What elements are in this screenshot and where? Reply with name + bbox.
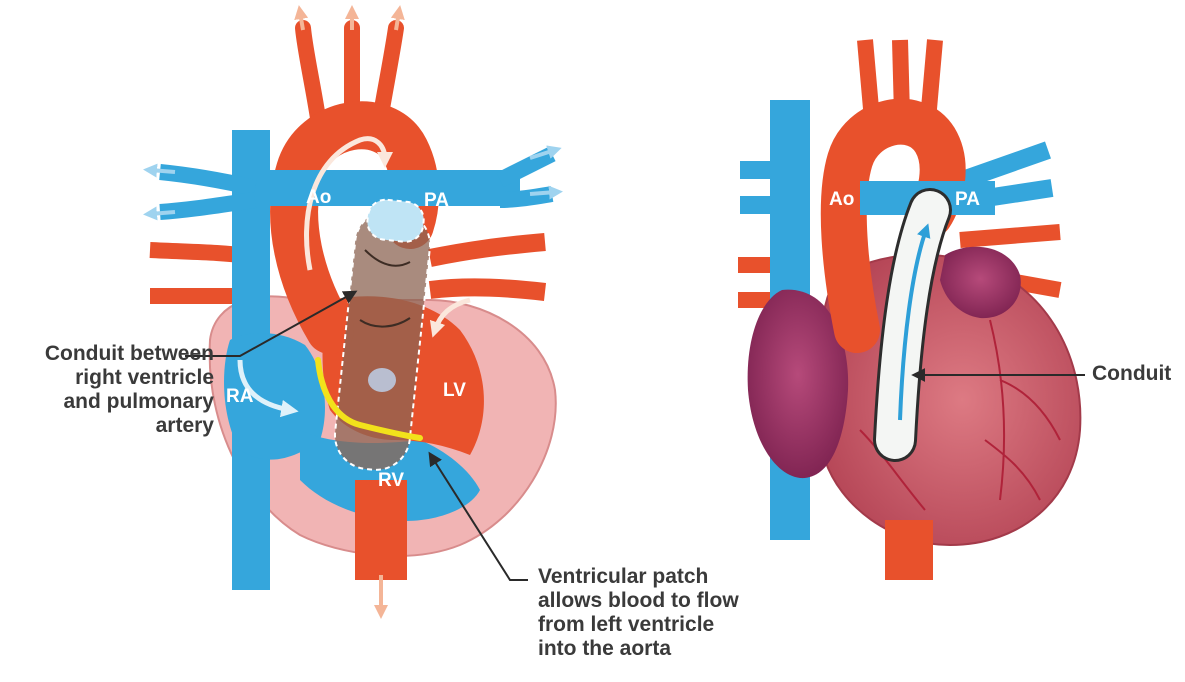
- callout-line: Conduit between: [4, 342, 214, 366]
- label-pa-right: PA: [955, 189, 980, 210]
- pulmonary-artery: [150, 150, 556, 214]
- label-lv: LV: [443, 380, 466, 401]
- callout-line: artery: [4, 414, 214, 438]
- label-ra: RA: [226, 386, 254, 407]
- descending-aorta: [355, 480, 407, 580]
- right-descending-aorta: [885, 520, 933, 580]
- callout-line: and pulmonary: [4, 390, 214, 414]
- callout-line: from left ventricle: [538, 613, 798, 637]
- callout-conduit-between: Conduit between right ventricle and pulm…: [4, 342, 214, 438]
- callout-line: allows blood to flow: [538, 589, 798, 613]
- pa-flow-arrow-icon: [150, 212, 175, 214]
- callout-line: Ventricular patch: [538, 565, 798, 589]
- callout-line: into the aorta: [538, 637, 798, 661]
- callout-conduit: Conduit: [1092, 362, 1171, 386]
- label-rv: RV: [378, 470, 404, 491]
- pa-flow-arrow-icon: [150, 170, 175, 172]
- callout-line: Conduit: [1092, 362, 1171, 386]
- pa-flow-arrow-icon: [530, 192, 556, 194]
- left-heart-diagram: Ao PA RA LV RV: [150, 12, 556, 612]
- callout-line: right ventricle: [4, 366, 214, 390]
- label-pa-left: PA: [424, 190, 449, 211]
- right-heart-diagram: Ao PA: [738, 40, 1085, 580]
- label-ao-left: Ao: [306, 187, 331, 208]
- callout-ventricular-patch: Ventricular patch allows blood to flow f…: [538, 565, 798, 661]
- pulmonary-veins: [150, 242, 545, 296]
- label-ao-right: Ao: [829, 189, 854, 210]
